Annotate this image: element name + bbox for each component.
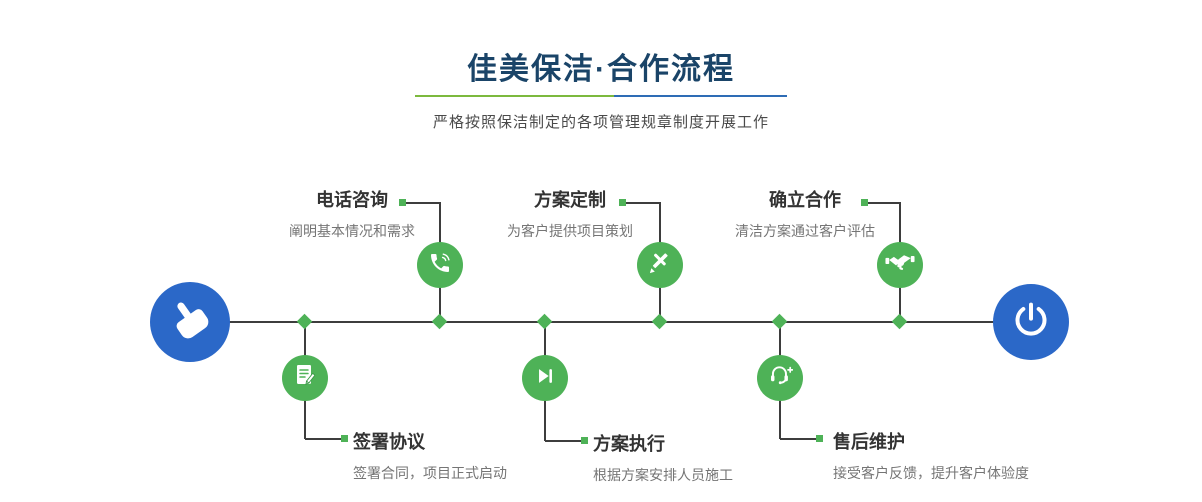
connector-horizontal xyxy=(405,202,440,204)
step-label-after-sales: 售后维护 接受客户反馈，提升客户体验度 xyxy=(833,428,1073,483)
timeline-node-diamond xyxy=(651,313,668,330)
connector-horizontal xyxy=(625,202,660,204)
step-label-establish-cooperation: 确立合作 清洁方案通过客户评估 xyxy=(700,186,910,241)
connector-horizontal xyxy=(305,438,341,440)
step-desc: 根据方案安排人员施工 xyxy=(593,467,733,483)
step-title: 电话咨询 xyxy=(316,190,388,210)
step-label-sign-agreement: 签署协议 签署合同，项目正式启动 xyxy=(353,428,583,483)
connector-end-square xyxy=(861,199,868,206)
power-icon xyxy=(1011,300,1051,345)
flow-end-node xyxy=(993,284,1069,360)
connector-end-square xyxy=(581,437,588,444)
page-subtitle: 严格按照保洁制定的各项管理规章制度开展工作 xyxy=(432,114,769,131)
timeline-main-line xyxy=(190,321,1032,323)
connector-horizontal xyxy=(545,440,581,442)
connector-horizontal xyxy=(780,438,816,440)
step-title: 售后维护 xyxy=(833,432,905,452)
underline-blue-segment xyxy=(613,95,787,97)
step-title: 方案定制 xyxy=(534,190,606,210)
step-desc: 阐明基本情况和需求 xyxy=(289,223,415,239)
step-desc: 接受客户反馈，提升客户体验度 xyxy=(833,465,1029,481)
step-node-establish-cooperation xyxy=(877,242,923,288)
phone-icon xyxy=(428,251,452,280)
step-node-sign-agreement xyxy=(282,355,328,401)
timeline-node-diamond xyxy=(771,313,788,330)
step-title: 签署协议 xyxy=(353,432,425,452)
step-node-after-sales xyxy=(757,355,803,401)
step-label-plan-customize: 方案定制 为客户提供项目策划 xyxy=(470,186,670,241)
flow-start-node xyxy=(150,282,230,362)
step-label-phone-consult: 电话咨询 阐明基本情况和需求 xyxy=(252,186,452,241)
connector-end-square xyxy=(399,199,406,206)
underline-green-segment xyxy=(415,95,614,97)
customer-service-icon xyxy=(767,363,794,394)
connector-end-square xyxy=(341,435,348,442)
step-title: 确立合作 xyxy=(769,190,841,210)
connector-horizontal xyxy=(867,202,900,204)
play-icon xyxy=(534,365,556,392)
connector-end-square xyxy=(816,435,823,442)
step-node-phone-consult xyxy=(417,242,463,288)
timeline-node-diamond xyxy=(891,313,908,330)
step-node-plan-execute xyxy=(522,355,568,401)
title-underline xyxy=(415,95,787,97)
step-node-plan-customize xyxy=(637,242,683,288)
timeline-node-diamond xyxy=(431,313,448,330)
timeline-node-diamond xyxy=(296,313,313,330)
step-desc: 签署合同，项目正式启动 xyxy=(353,465,507,481)
page-title: 佳美保洁·合作流程 xyxy=(467,53,735,86)
pointing-hand-icon xyxy=(167,297,213,348)
step-desc: 为客户提供项目策划 xyxy=(507,223,633,239)
design-tools-icon xyxy=(647,250,673,281)
contract-icon xyxy=(293,363,317,394)
step-title: 方案执行 xyxy=(593,434,665,454)
step-desc: 清洁方案通过客户评估 xyxy=(735,223,875,239)
timeline-node-diamond xyxy=(536,313,553,330)
connector-end-square xyxy=(619,199,626,206)
step-label-plan-execute: 方案执行 根据方案安排人员施工 xyxy=(593,430,823,485)
handshake-icon xyxy=(885,248,915,283)
